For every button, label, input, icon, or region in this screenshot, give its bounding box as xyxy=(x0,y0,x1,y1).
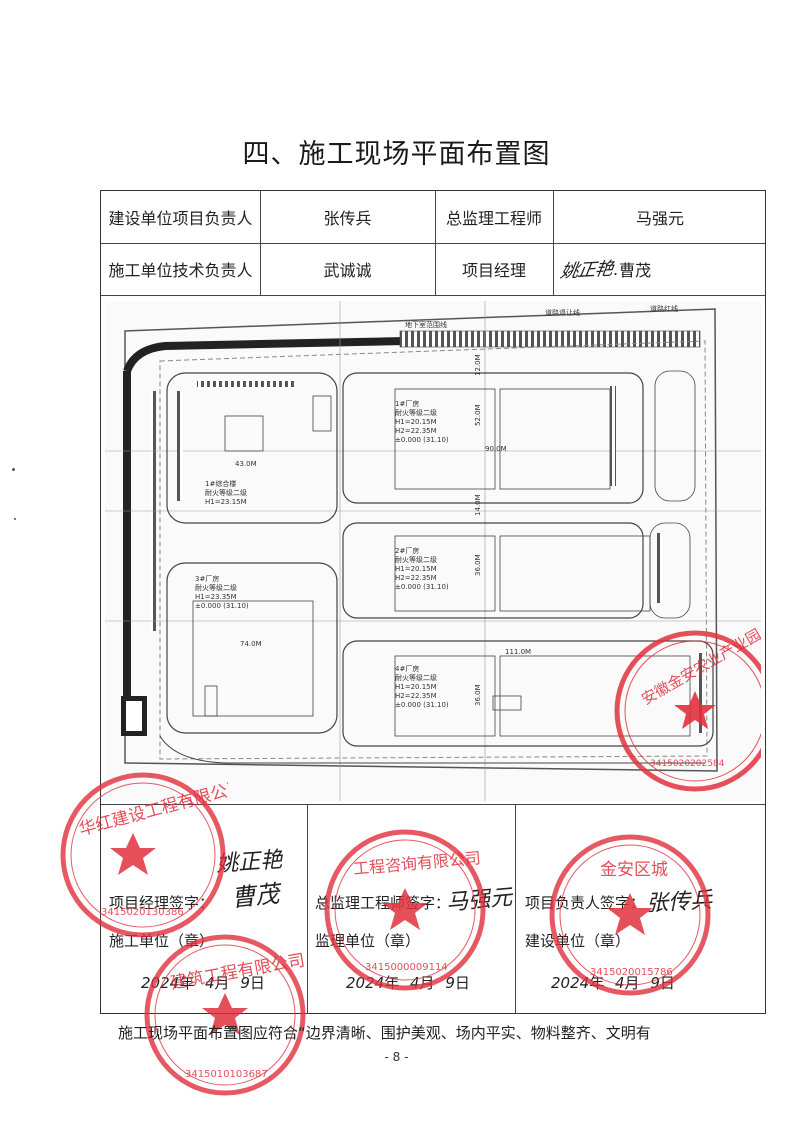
factory1-info-3: ±0.000 (31.10) xyxy=(395,436,449,444)
seal3-code: 3415000009114 xyxy=(365,962,448,973)
factory1-name: 1#厂房 xyxy=(395,399,419,408)
office-info-1: H1=23.15M xyxy=(205,498,247,506)
factory3-name: 3#厂房 xyxy=(195,574,219,583)
pm-name: 曹茂 xyxy=(619,261,652,280)
site-plan-drawing: 地下室范围线 道路退让线 道路红线 1#综合楼 耐火等级二级 H1=23.15M… xyxy=(105,301,761,801)
factory1-info-1: H1=20.15M xyxy=(395,418,437,426)
page-title: 四、施工现场平面布置图 xyxy=(242,139,551,170)
label-tech-lead: 施工单位技术负责人 xyxy=(108,261,253,280)
building-office xyxy=(166,372,338,524)
factory2-name: 2#厂房 xyxy=(395,546,419,555)
pm-handwritten-name: 姚正艳 xyxy=(558,258,614,283)
col2-unit-label: 监理单位（章） xyxy=(315,932,421,950)
factory3-info-1: H1=23.35M xyxy=(195,593,237,601)
seal4-text: 金安区城 xyxy=(600,860,668,880)
building-factory-4 xyxy=(342,640,714,747)
col-divider-3 xyxy=(553,191,554,295)
factory4-info-2: H2=22.35M xyxy=(395,692,437,700)
row-divider-1 xyxy=(101,243,765,244)
factory4-depth: 36.0M xyxy=(474,684,482,706)
building-factory-1 xyxy=(342,370,696,504)
col2-year: 2024 xyxy=(346,974,385,992)
seal-3: 工程咨询有限公司 3415000009114 xyxy=(324,829,486,991)
col3-day: 9 xyxy=(650,974,660,992)
col3-unit-label: 建设单位（章） xyxy=(525,932,631,950)
col-divider-1 xyxy=(260,191,261,295)
seal-4: 金安区城 3415020015786 xyxy=(549,834,711,996)
factory2-info-1: H1=20.15M xyxy=(395,565,437,573)
factory4-info-3: ±0.000 (31.10) xyxy=(395,701,449,709)
col3-month: 4 xyxy=(614,974,625,992)
office-name: 1#综合楼 xyxy=(205,479,236,488)
factory4-name: 4#厂房 xyxy=(395,664,419,673)
col1-sign-label: 项目经理签字： xyxy=(109,894,215,912)
dim-14m: 14.0M xyxy=(474,494,482,516)
seal2-text: 建筑工程有限公司 xyxy=(169,950,306,993)
factory3-width: 74.0M xyxy=(240,640,262,648)
col2-month: 4 xyxy=(409,974,420,992)
col1-month: 4 xyxy=(204,974,215,992)
row-divider-2 xyxy=(101,295,765,296)
col-divider-2 xyxy=(435,191,436,295)
seal-1: 华红建设工程有限公司 3415020130386 xyxy=(60,772,228,938)
factory2-depth: 36.0M xyxy=(474,554,482,576)
col1-handwritten: 曹茂 xyxy=(229,879,281,913)
seal2-code: 3415010103687 xyxy=(185,1069,268,1080)
seal1-code: 3415020130386 xyxy=(101,907,184,918)
value-tech-lead: 武诚诚 xyxy=(323,261,372,280)
footer-note: 施工现场平面布置图应符合“边界清晰、围护美观、场内平实、物料整齐、文明有 xyxy=(118,1024,651,1042)
col1-day: 9 xyxy=(240,974,250,992)
page-number: - 8 - xyxy=(384,1050,409,1064)
building-factory-2 xyxy=(342,522,691,619)
factory4-width: 111.0M xyxy=(505,648,531,656)
label-chief-supervisor: 总监理工程师 xyxy=(445,209,542,228)
label-road-red-line: 道路红线 xyxy=(650,304,678,313)
sig-divider-2 xyxy=(515,804,516,1014)
label-basement-line: 地下室范围线 xyxy=(405,320,447,329)
row-divider-3 xyxy=(101,804,765,805)
factory2-info-0: 耐火等级二级 xyxy=(395,555,437,564)
office-info-0: 耐火等级二级 xyxy=(205,488,247,497)
label-project-manager: 项目经理 xyxy=(461,261,526,280)
sig-divider-1 xyxy=(307,804,308,1014)
seal4-code: 3415020015786 xyxy=(590,967,673,978)
seal-2: 建筑工程有限公司 3415010103687 xyxy=(144,934,306,1096)
factory4-info-1: H1=20.15M xyxy=(395,683,437,691)
factory1-width: 90.0M xyxy=(485,445,507,453)
parking-row-top xyxy=(399,330,701,348)
building-factory-3 xyxy=(166,562,338,734)
dim-12m: 12.0M xyxy=(474,354,482,376)
value-project-manager: 姚正艳 . 曹茂 xyxy=(553,243,767,295)
col2-day: 9 xyxy=(445,974,455,992)
col3-year: 2024 xyxy=(551,974,590,992)
seal3-text: 工程咨询有限公司 xyxy=(352,848,481,878)
seal5-code: 3415020202584 xyxy=(650,759,725,769)
factory2-info-3: ±0.000 (31.10) xyxy=(395,583,449,591)
value-owner-lead: 张传兵 xyxy=(323,209,372,228)
factory1-depth: 52.0M xyxy=(474,404,482,426)
label-owner-lead: 建设单位项目负责人 xyxy=(108,209,253,228)
factory3-info-0: 耐火等级二级 xyxy=(195,583,237,592)
scan-speck xyxy=(12,468,15,471)
axis-grid xyxy=(105,301,761,801)
factory1-info-2: H2=22.35M xyxy=(395,427,437,435)
value-chief-supervisor: 马强元 xyxy=(635,209,684,228)
boundary-wall xyxy=(123,337,406,701)
pm-separator: . xyxy=(613,259,619,279)
office-width: 43.0M xyxy=(235,460,257,468)
label-setback-line: 道路退让线 xyxy=(545,308,580,317)
factory3-info-2: ±0.000 (31.10) xyxy=(195,602,249,610)
factory1-info-0: 耐火等级二级 xyxy=(395,408,437,417)
inner-road xyxy=(159,340,708,760)
factory2-info-2: H2=22.35M xyxy=(395,574,437,582)
factory4-info-0: 耐火等级二级 xyxy=(395,673,437,682)
scan-speck xyxy=(14,518,16,520)
